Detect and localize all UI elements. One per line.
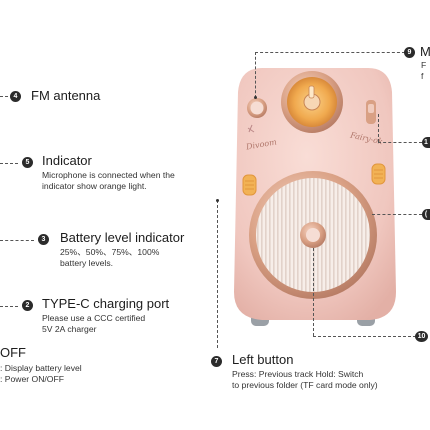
power-desc-2: : Power ON/OFF [0, 374, 64, 384]
leader-10-vertical [313, 248, 314, 336]
top-right-desc-fragment-1: F [421, 60, 427, 70]
badge-2: 2 [22, 300, 33, 311]
left-button-desc-1: Press: Previous track Hold: Switch [232, 369, 364, 379]
indicator-desc-2: indicator show orange light. [42, 181, 147, 191]
leader-1 [378, 142, 422, 143]
leader-battery [0, 240, 34, 241]
badge-1-partial: 1 [422, 137, 430, 148]
leader-9-vertical [255, 52, 256, 98]
battery-desc-2: battery levels. [60, 258, 114, 268]
badge-5: 5 [22, 157, 33, 168]
label-top-right-fragment: M [420, 44, 430, 59]
label-battery: Battery level indicator [60, 230, 185, 245]
label-left-button: Left button [232, 352, 294, 367]
label-fm-antenna: FM antenna [31, 88, 101, 103]
badge-paren-partial: ( [422, 209, 430, 220]
power-desc-1: : Display battery level [0, 363, 82, 373]
leader-10-horizontal [313, 336, 416, 337]
leader-9-horizontal [255, 52, 405, 53]
indicator-desc-1: Microphone is connected when the [42, 170, 175, 180]
leader-paren [372, 214, 422, 215]
leader-fm [0, 96, 8, 97]
badge-10: 10 [415, 331, 428, 342]
charging-desc-2: 5V 2A charger [42, 324, 97, 334]
badge-7: 7 [211, 356, 222, 367]
badge-4: 4 [10, 91, 21, 102]
left-button-desc-2: to previous folder (TF card mode only) [232, 380, 378, 390]
battery-desc-1: 25%、50%、75%、100% [60, 247, 160, 257]
badge-9: 9 [404, 47, 415, 58]
label-indicator: Indicator [42, 153, 92, 168]
leader-charging [0, 306, 18, 307]
leader-indicator [0, 163, 18, 164]
label-charging: TYPE-C charging port [42, 296, 170, 311]
badge-3: 3 [38, 234, 49, 245]
top-right-desc-fragment-2: f [421, 71, 424, 81]
label-power: OFF [0, 345, 26, 360]
leader-7 [217, 200, 218, 348]
charging-desc-1: Please use a CCC certified [42, 313, 146, 323]
